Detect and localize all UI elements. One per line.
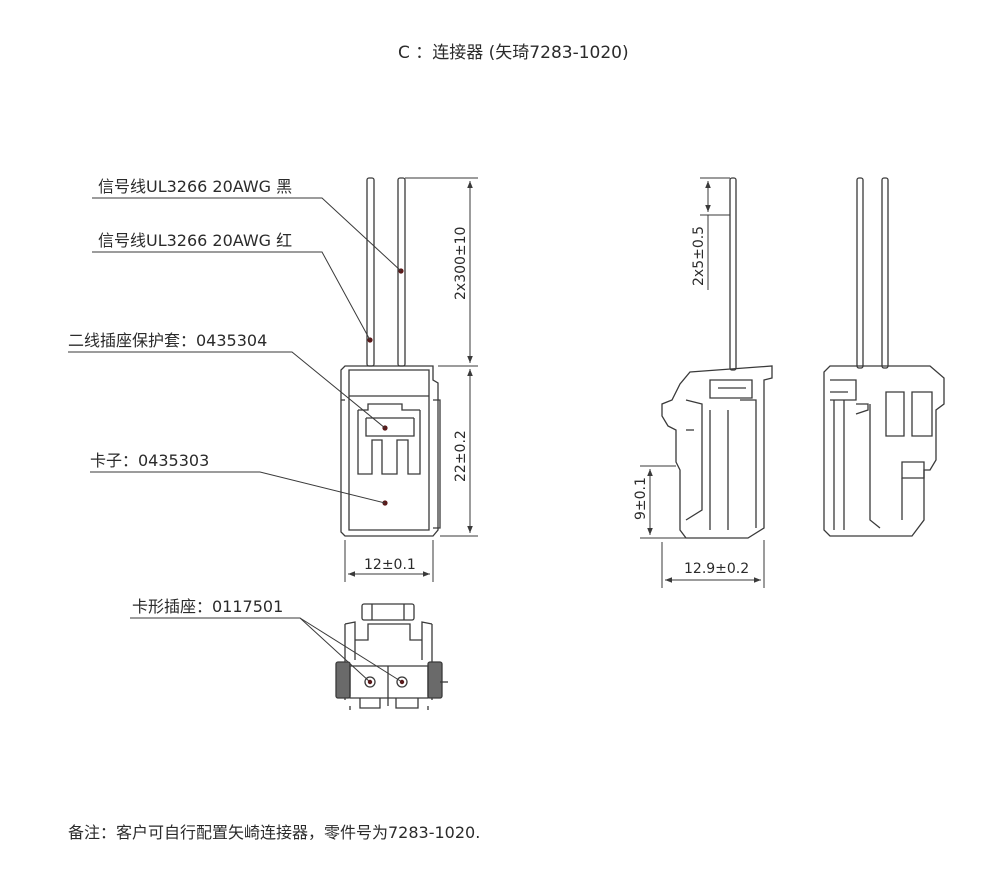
dim-side-depth-label: 12.9±0.2 xyxy=(684,561,749,577)
socket-view xyxy=(335,603,448,710)
drawing-title: C ：连接器 (矢琦7283-1020) xyxy=(398,43,629,63)
back-view xyxy=(823,177,945,537)
dim-side-height xyxy=(640,465,686,539)
dim-body-height-label: 22±0.2 xyxy=(453,430,469,482)
leader-lines xyxy=(68,197,403,683)
callout-wire-black: 信号线UL3266 20AWG 黑 xyxy=(98,177,292,196)
callout-clip: 卡子：0435303 xyxy=(90,451,209,470)
dim-strip-length xyxy=(700,177,730,290)
dim-wire-length-label: 2x300±10 xyxy=(453,227,469,300)
callout-socket: 卡形插座：0117501 xyxy=(132,597,283,616)
dim-wire-length xyxy=(405,177,478,367)
socket-pin-left-dot xyxy=(367,679,373,685)
dim-body-width xyxy=(344,540,434,582)
socket-pin-right xyxy=(396,676,408,688)
footer-note: 备注：客户可自行配置矢崎连接器，零件号为7283-1020. xyxy=(68,823,480,842)
dim-side-height-label: 9±0.1 xyxy=(633,477,649,520)
side-view xyxy=(661,177,773,539)
front-view xyxy=(340,177,441,537)
socket-pin-right-dot xyxy=(399,679,405,685)
callout-sleeve: 二线插座保护套：0435304 xyxy=(68,331,267,350)
dim-side-depth xyxy=(661,540,765,588)
dim-body-width-label: 12±0.1 xyxy=(364,557,416,573)
dim-strip-length-label: 2x5±0.5 xyxy=(691,226,707,286)
dim-body-height xyxy=(440,369,478,537)
callout-wire-red: 信号线UL3266 20AWG 红 xyxy=(98,231,292,250)
socket-pin-left xyxy=(364,676,376,688)
